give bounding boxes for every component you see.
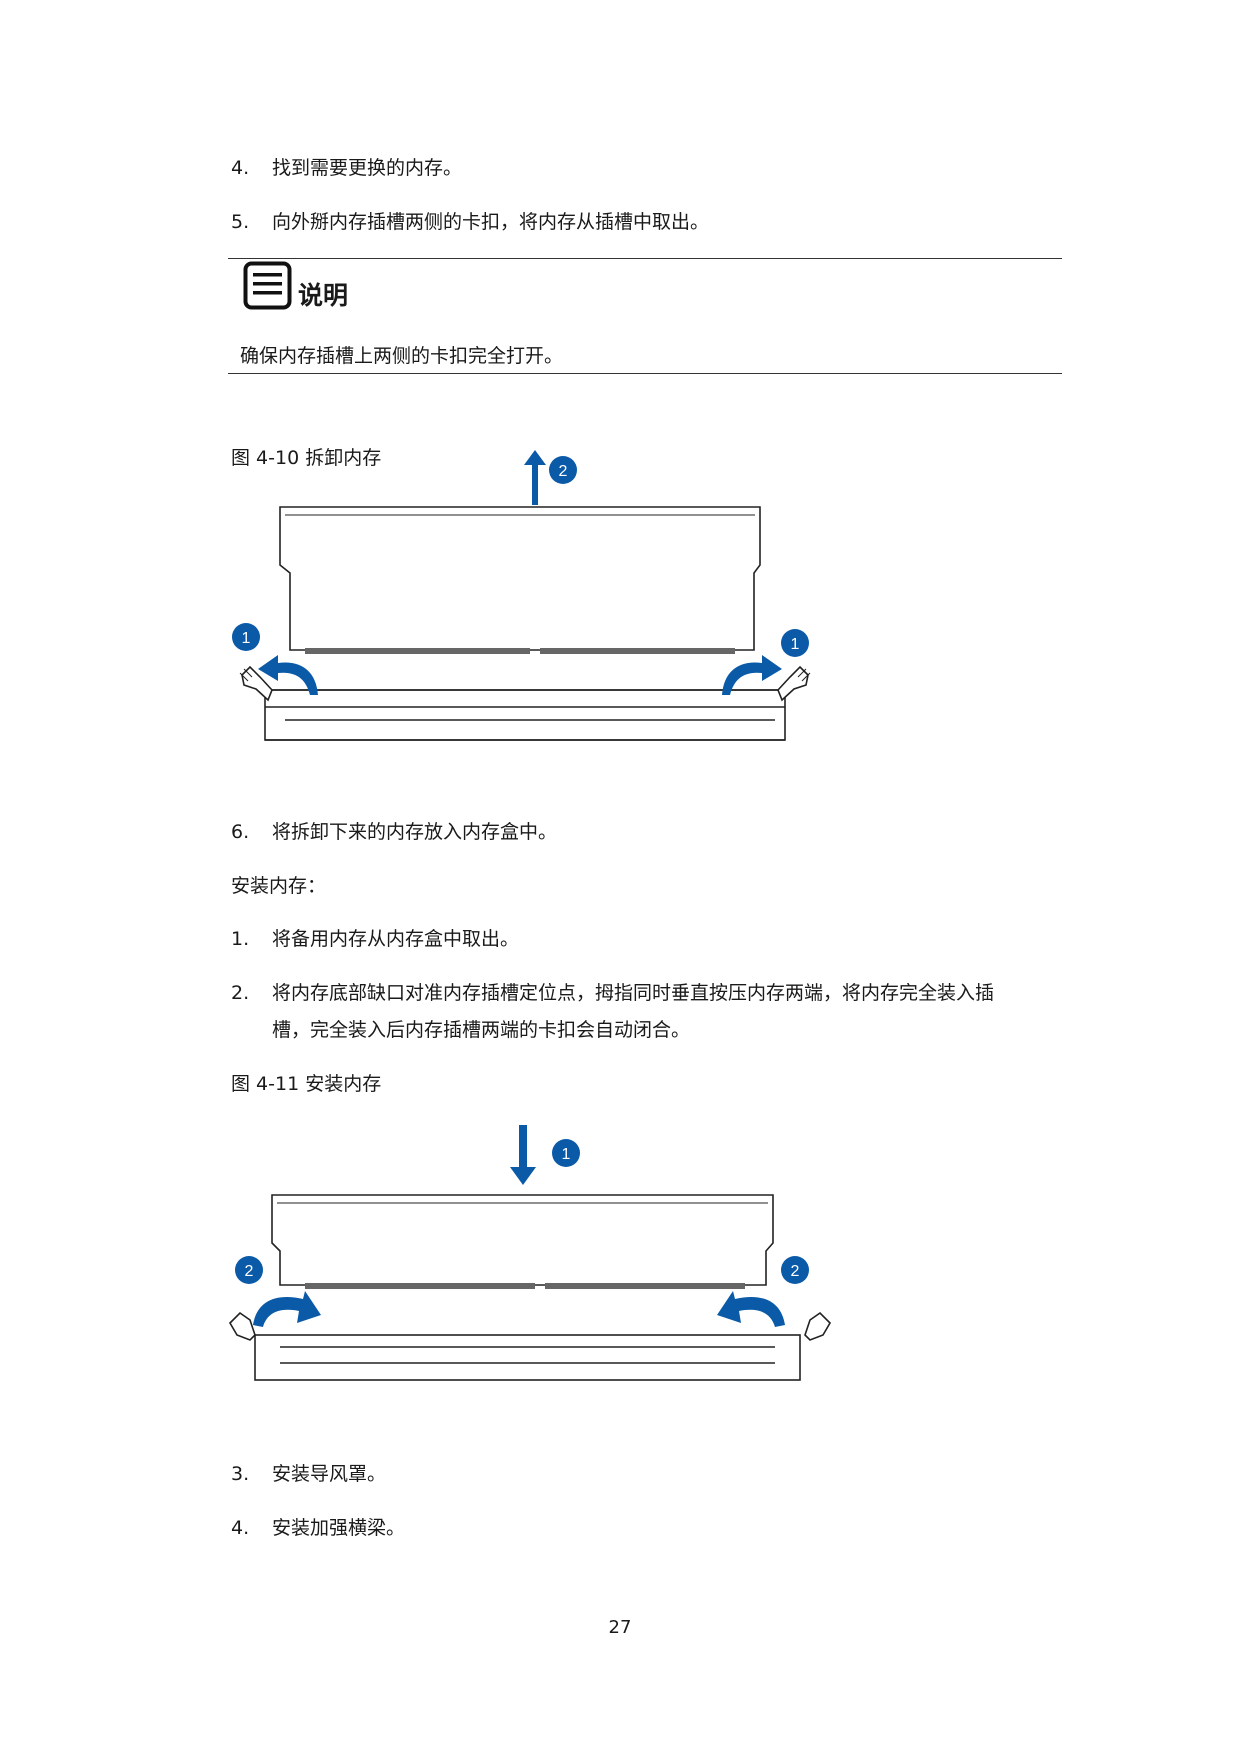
step-text: 槽，完全装入后内存插槽两端的卡扣会自动闭合。 xyxy=(272,1019,691,1041)
callout-2-right: 2 xyxy=(791,1263,800,1280)
note-top-rule xyxy=(228,258,1062,259)
figure-remove-memory: 1 2 1 xyxy=(232,450,811,741)
callout-2-left: 2 xyxy=(245,1263,254,1280)
step-number: 5. xyxy=(231,211,250,233)
step-text: 将备用内存从内存盒中取出。 xyxy=(272,928,520,950)
page-number: 27 xyxy=(608,1617,632,1638)
install-heading: 安装内存： xyxy=(231,875,327,897)
note-icon xyxy=(243,261,292,310)
figure-caption-remove: 图 4-10 拆卸内存 xyxy=(231,447,382,469)
step-number: 2. xyxy=(231,982,250,1004)
step-number: 4. xyxy=(231,157,250,179)
callout-1-left: 1 xyxy=(242,630,251,647)
note-bottom-rule xyxy=(228,373,1062,374)
step-number: 4. xyxy=(231,1517,250,1539)
step-number: 6. xyxy=(231,821,250,843)
step-text: 安装导风罩。 xyxy=(272,1463,387,1485)
callout-1-right: 1 xyxy=(791,636,800,653)
note-text: 确保内存插槽上两侧的卡扣完全打开。 xyxy=(240,345,564,367)
figure-caption-install: 图 4-11 安装内存 xyxy=(231,1073,382,1095)
note-title: 说明 xyxy=(298,281,349,310)
step-text: 安装加强横梁。 xyxy=(272,1517,406,1539)
callout-2: 2 xyxy=(559,463,568,480)
figure-install-memory: 1 2 2 xyxy=(228,1125,832,1381)
step-text: 找到需要更换的内存。 xyxy=(272,157,463,179)
step-text: 将拆卸下来的内存放入内存盒中。 xyxy=(272,821,558,843)
step-text: 向外掰内存插槽两侧的卡扣，将内存从插槽中取出。 xyxy=(272,211,710,233)
callout-1: 1 xyxy=(562,1146,571,1163)
step-text: 将内存底部缺口对准内存插槽定位点，拇指同时垂直按压内存两端，将内存完全装入插 xyxy=(272,982,995,1004)
step-number: 3. xyxy=(231,1463,250,1485)
step-number: 1. xyxy=(231,928,250,950)
